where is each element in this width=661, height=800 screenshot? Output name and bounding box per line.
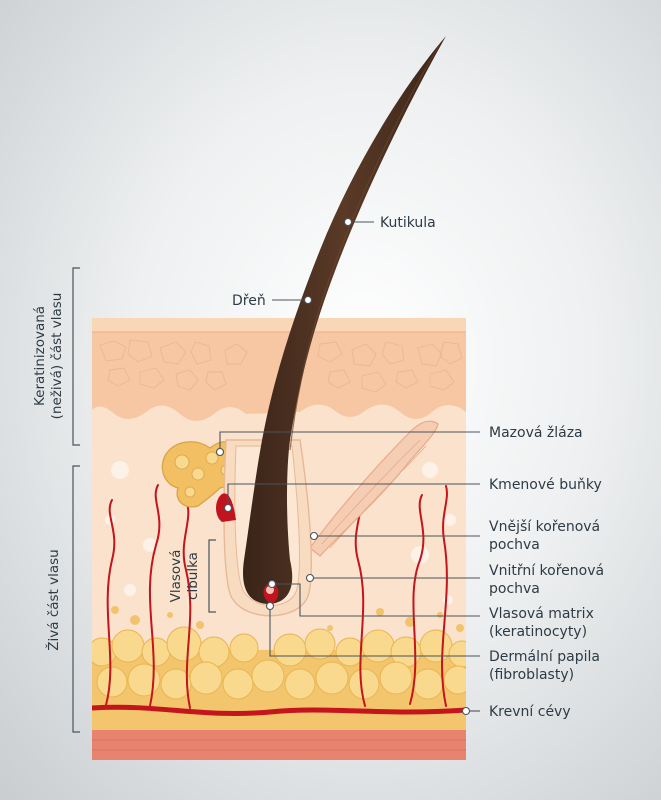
label-matrix-line1: Vlasová matrix: [489, 606, 594, 622]
label-vnitrni-line2: pochva: [489, 581, 540, 597]
muscle-layer: [92, 730, 466, 760]
label-vnejsi-line2: pochva: [489, 537, 540, 553]
label-keratinized-line2: (neživá) část vlasu: [49, 293, 65, 420]
epidermis-cells: [99, 339, 463, 393]
label-papila-line1: Dermální papila: [489, 649, 600, 665]
hair-shaft: [243, 36, 446, 604]
right-labels: Kutikula Dřeň Mazová žláza Kmenové buňky…: [232, 215, 604, 720]
leader-lines: [215, 217, 480, 716]
capillaries: [105, 484, 448, 709]
label-dren: Dřeň: [232, 293, 266, 309]
label-matrix-line2: (keratinocyty): [489, 624, 587, 640]
label-kutikula: Kutikula: [380, 215, 436, 231]
stratum-corneum: [92, 318, 466, 332]
label-living-part: Živá část vlasu: [44, 549, 62, 650]
label-bulb-line2: cibulka: [185, 552, 201, 600]
main-blood-vessel: [92, 704, 466, 716]
label-vnitrni-line1: Vnitřní kořenová: [489, 563, 604, 579]
fat-droplets: [111, 606, 464, 632]
label-krevni-cevy: Krevní cévy: [489, 704, 571, 720]
label-kmenove-bunky: Kmenové buňky: [489, 477, 602, 493]
label-bulb-line1: Vlasová: [168, 550, 184, 603]
left-labels: Keratinizovaná (neživá) část vlasu Živá …: [32, 293, 201, 651]
fat-lobules: [92, 626, 466, 700]
left-brackets: [72, 267, 216, 733]
label-papila-line2: (fibroblasty): [489, 667, 574, 683]
label-keratinized-line1: Keratinizovaná: [32, 306, 48, 406]
label-vnejsi-line1: Vnější kořenová: [489, 519, 600, 535]
label-mazova-zlaza: Mazová žláza: [489, 425, 583, 441]
